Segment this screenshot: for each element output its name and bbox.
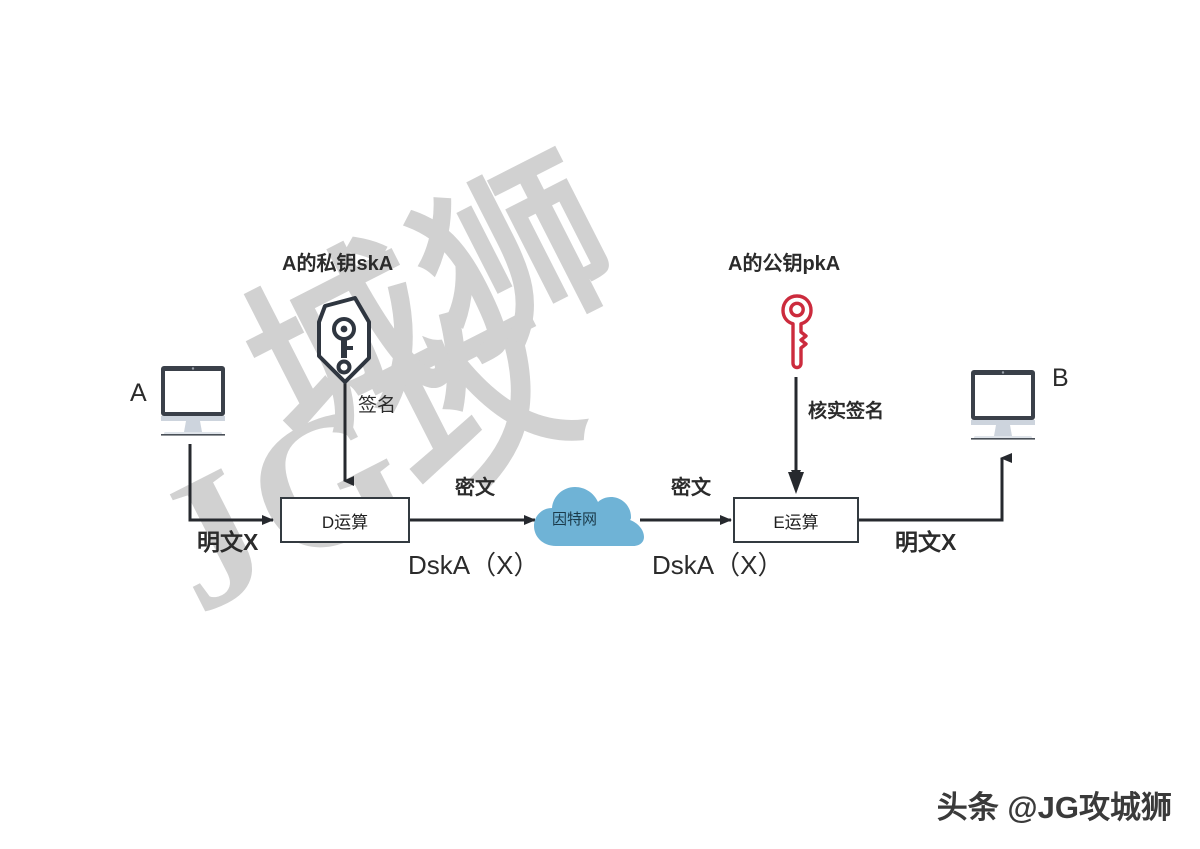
formula-right-label: DskA（X） — [652, 550, 784, 580]
plaintext-left-label: 明文X — [197, 529, 259, 555]
e-operation-box[interactable]: E运算 — [733, 497, 859, 543]
path-e-to-b — [859, 453, 1012, 522]
public-key-icon — [781, 294, 813, 370]
private-key-tag-icon — [317, 296, 371, 384]
internet-cloud-icon — [534, 487, 644, 546]
endpoint-label-b: B — [1052, 364, 1069, 392]
sign-action-label: 签名 — [358, 395, 397, 416]
verify-action-label: 核实签名 — [808, 401, 885, 422]
footer-watermark: 头条 @JG攻城狮 — [936, 790, 1172, 825]
ciphertext-right-label: 密文 — [671, 477, 711, 499]
private-key-label: A的私钥skA — [282, 253, 394, 275]
path-a-to-d — [188, 444, 274, 525]
endpoint-label-a: A — [130, 379, 147, 407]
public-key-label: A的公钥pkA — [728, 253, 841, 275]
plaintext-right-label: 明文X — [895, 529, 957, 555]
d-operation-label: D运算 — [321, 512, 369, 532]
formula-left-label: DskA（X） — [408, 550, 540, 580]
d-operation-box[interactable]: D运算 — [280, 497, 410, 543]
monitor-a-icon — [161, 366, 225, 436]
ciphertext-left-label: 密文 — [455, 477, 495, 499]
monitor-b-icon — [971, 370, 1035, 440]
internet-cloud-label: 因特网 — [552, 511, 598, 528]
arrow-verify-to-e — [788, 472, 804, 494]
e-operation-label: E运算 — [773, 512, 819, 532]
